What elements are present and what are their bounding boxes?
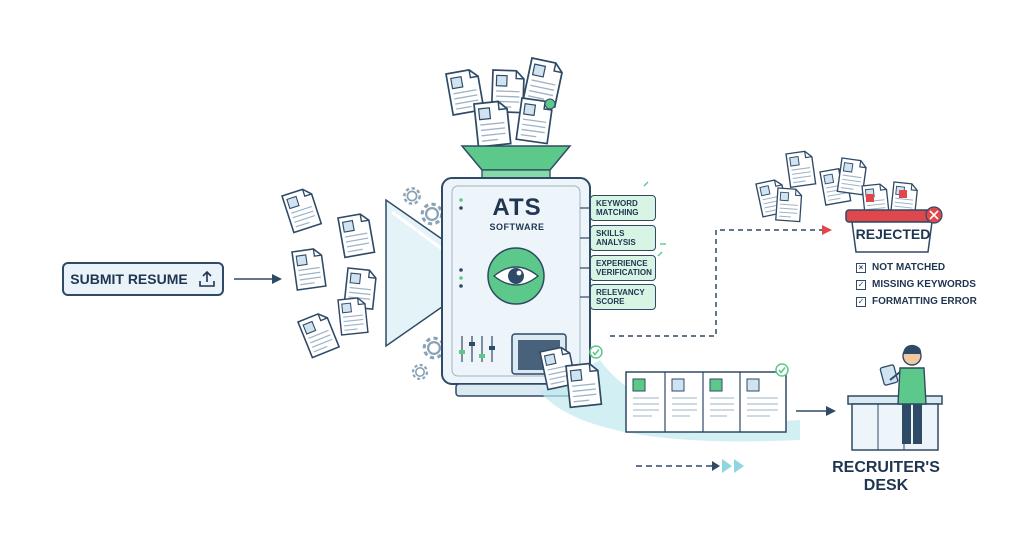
reject-reason-not-matched: × NOT MATCHED <box>856 262 945 273</box>
ats-subtitle: SOFTWARE <box>489 222 545 232</box>
x-box-icon: × <box>856 262 866 273</box>
submit-resume-button[interactable]: SUBMIT RESUME <box>62 262 224 296</box>
feature-keyword-matching: KEYWORD MATCHING <box>590 195 656 221</box>
resume-pile <box>445 57 565 148</box>
desk-arrow <box>796 406 836 416</box>
rejected-resumes <box>755 149 919 223</box>
check-box-icon: ✓ <box>856 296 866 307</box>
upload-icon <box>198 270 216 288</box>
top-funnel <box>460 145 572 171</box>
ats-title: ATS <box>492 194 542 221</box>
sparkle-icon <box>643 181 666 257</box>
reject-arrow <box>610 225 832 337</box>
reject-reason-missing-keywords: ✓ MISSING KEYWORDS <box>856 279 976 290</box>
reject-reason-formatting-error: ✓ FORMATTING ERROR <box>856 296 977 307</box>
check-box-icon: ✓ <box>856 279 866 290</box>
ats-machine <box>441 177 591 397</box>
rejected-bin <box>845 206 943 253</box>
incoming-resumes <box>281 186 378 359</box>
recruiter-figure <box>879 344 927 444</box>
recruiter-desk <box>847 395 943 451</box>
flow-dashed-arrow <box>636 459 744 473</box>
accepted-resumes-exit <box>539 345 603 409</box>
feature-experience-verification: EXPERIENCE VERIFICATION <box>590 255 656 281</box>
recruiters-desk-label: RECRUITER'S DESK <box>832 459 940 494</box>
feature-relevancy-score: RELEVANCY SCORE <box>590 284 656 310</box>
rejected-label: REJECTED <box>855 226 931 242</box>
accepted-stack <box>625 363 789 433</box>
submit-resume-label: SUBMIT RESUME <box>70 271 188 287</box>
feature-skills-analysis: SKILLS ANALYSIS <box>590 225 656 251</box>
submit-arrow <box>234 274 282 284</box>
